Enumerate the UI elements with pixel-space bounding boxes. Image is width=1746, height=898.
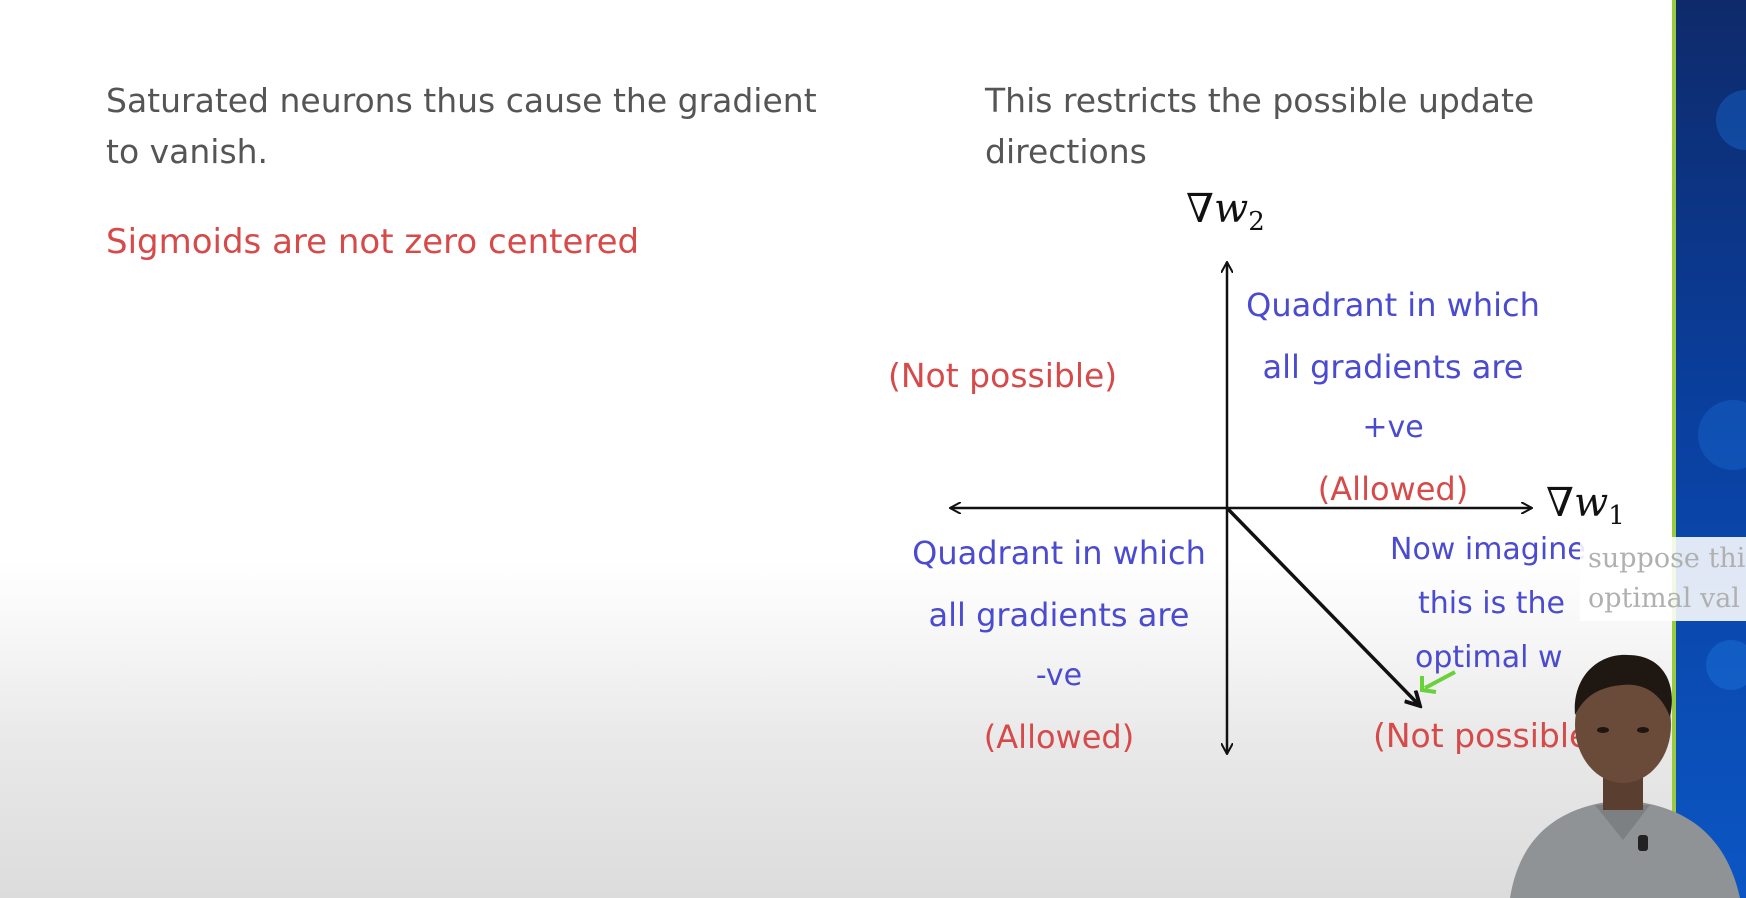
green-pointer-head [1420, 676, 1437, 694]
right-text-line-2: directions [985, 132, 1147, 171]
top-right-line-2: all gradients are [1262, 348, 1524, 386]
x-axis-nabla: ∇ [1546, 480, 1574, 526]
green-pointer-arrow [1424, 670, 1456, 690]
bottom-right-not-possible: (Not possible) [1373, 716, 1603, 755]
left-text-line-1: Saturated neurons thus cause the gradien… [106, 81, 817, 120]
subtitle-line-2: optimal val [1588, 583, 1740, 614]
video-background-panel [1672, 0, 1746, 898]
top-left-not-possible: (Not possible) [888, 356, 1118, 395]
sigmoid-heading: Sigmoids are not zero centered [106, 222, 640, 262]
subtitle-line-1: suppose thi [1588, 543, 1746, 574]
presenter-video [1510, 654, 1740, 898]
x-axis-sub: 1 [1608, 501, 1625, 531]
optimal-w-vector [1225, 506, 1420, 706]
bottom-left-allowed: (Allowed) [983, 718, 1135, 756]
x-axis-label: ∇w1 [1546, 480, 1625, 531]
bottom-right-line-3: optimal w [1415, 640, 1563, 675]
top-right-allowed: (Allowed) [1317, 470, 1469, 508]
background-decoration [1698, 400, 1746, 470]
bottom-left-line-1: Quadrant in which [912, 534, 1206, 572]
x-axis-var: w [1573, 480, 1609, 526]
y-axis-var: w [1213, 186, 1249, 232]
y-axis-nabla: ∇ [1186, 186, 1214, 232]
y-axis-label: ∇w2 [1186, 186, 1265, 237]
bottom-left-line-3: -ve [1035, 658, 1083, 693]
background-decoration [1706, 640, 1746, 690]
bottom-right-line-2: this is the [1418, 586, 1566, 621]
subtitle-overlay: suppose thi optimal val [1580, 537, 1746, 621]
y-axis-sub: 2 [1248, 207, 1265, 237]
right-text-line-1: This restricts the possible update [985, 81, 1535, 120]
bottom-left-line-2: all gradients are [928, 596, 1190, 634]
background-decoration [1716, 90, 1746, 150]
left-text-line-2: to vanish. [106, 132, 269, 171]
top-right-line-1: Quadrant in which [1246, 286, 1540, 324]
top-right-line-3: +ve [1362, 410, 1424, 445]
bottom-right-line-1: Now imagine [1390, 532, 1586, 567]
